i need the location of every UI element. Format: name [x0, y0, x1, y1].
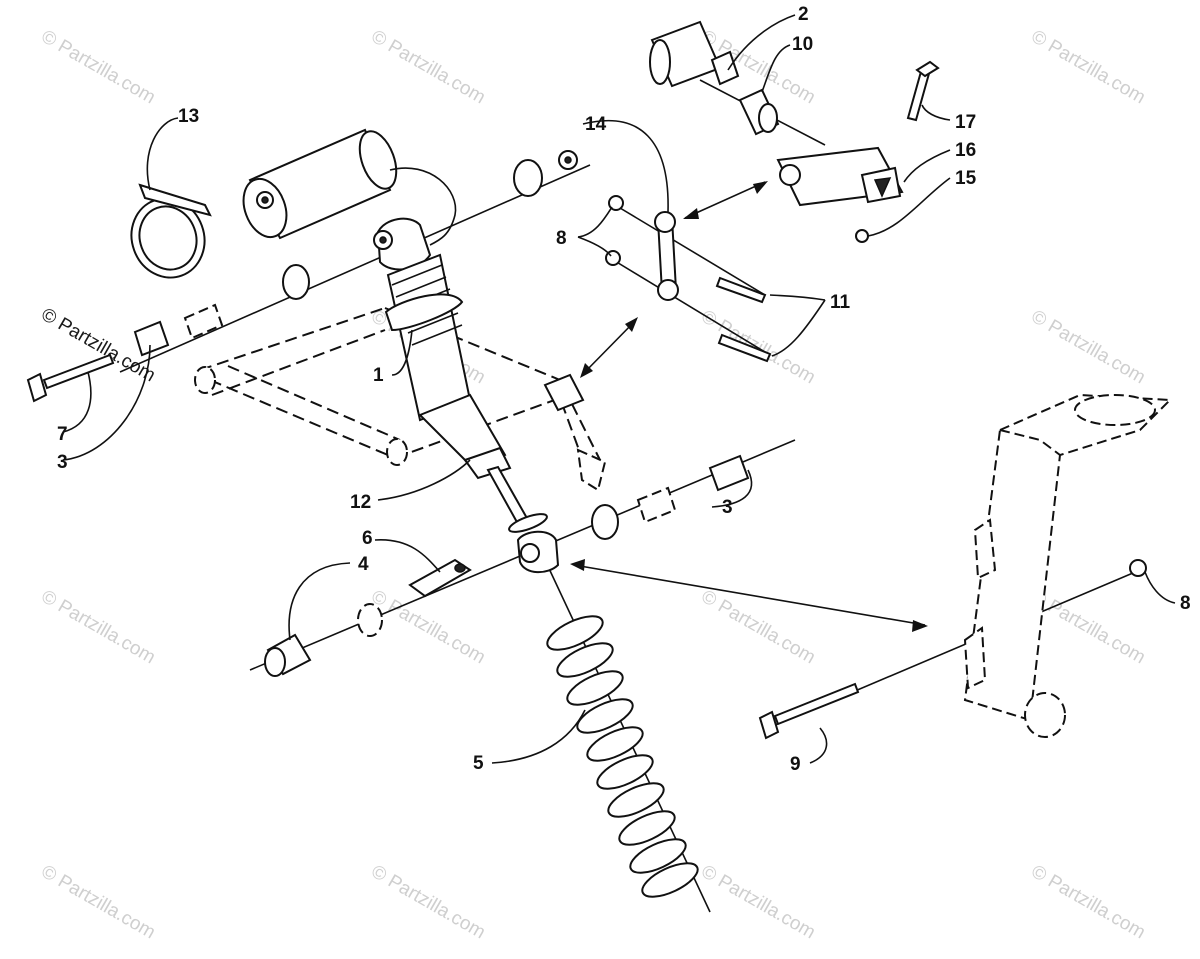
callout-3-right: 3	[722, 497, 733, 518]
callouts: 2 10 13 14 17 16 15 8 11 1 7 3 12 3 6 4 …	[57, 4, 1191, 775]
watermark: © Partzilla.com	[1028, 306, 1149, 388]
callout-1: 1	[373, 365, 384, 386]
adjuster-knob	[649, 20, 780, 136]
callout-13: 13	[178, 106, 199, 127]
watermark: © Partzilla.com	[368, 26, 489, 108]
watermark: © Partzilla.com	[698, 586, 819, 668]
watermark: © Partzilla.com	[38, 861, 159, 943]
watermark: © Partzilla.com	[1028, 586, 1149, 668]
callout-14: 14	[585, 114, 607, 135]
upper-bushings	[133, 150, 578, 357]
callout-2: 2	[798, 4, 809, 25]
callout-4: 4	[358, 554, 369, 575]
leader-lines	[62, 14, 1176, 764]
callout-6: 6	[362, 528, 373, 549]
watermark: © Partzilla.com	[368, 586, 489, 668]
callout-7: 7	[57, 424, 68, 445]
lower-bushings	[264, 454, 750, 677]
callout-15: 15	[955, 168, 977, 189]
shock-absorber	[373, 217, 560, 574]
spindle-dashed	[963, 393, 1173, 738]
callout-5: 5	[473, 753, 484, 774]
callout-16: 16	[955, 140, 976, 161]
watermark: © Partzilla.com	[1028, 861, 1149, 943]
watermark: © Partzilla.com	[38, 26, 159, 108]
link-rod	[543, 195, 772, 412]
callout-8-right: 8	[1180, 593, 1191, 614]
callout-17: 17	[955, 112, 976, 133]
callout-9: 9	[790, 754, 801, 775]
assembly-arrows	[570, 181, 928, 632]
watermark: © Partzilla.com	[368, 861, 489, 943]
watermark: © Partzilla.com	[698, 861, 819, 943]
callout-8: 8	[556, 228, 567, 249]
spring-retainer	[408, 558, 472, 598]
callout-12: 12	[350, 492, 371, 513]
watermark: © Partzilla.com	[38, 586, 159, 668]
bolt-7	[26, 353, 115, 403]
callout-10: 10	[792, 34, 813, 55]
hose-clamp	[130, 183, 212, 279]
reservoir	[242, 128, 457, 246]
callout-11: 11	[830, 292, 851, 313]
coil-spring	[546, 615, 699, 898]
adjuster-cam	[776, 60, 940, 243]
watermark: © Partzilla.com	[1028, 26, 1149, 108]
bolt-9	[758, 682, 860, 740]
callout-3-left: 3	[57, 452, 68, 473]
